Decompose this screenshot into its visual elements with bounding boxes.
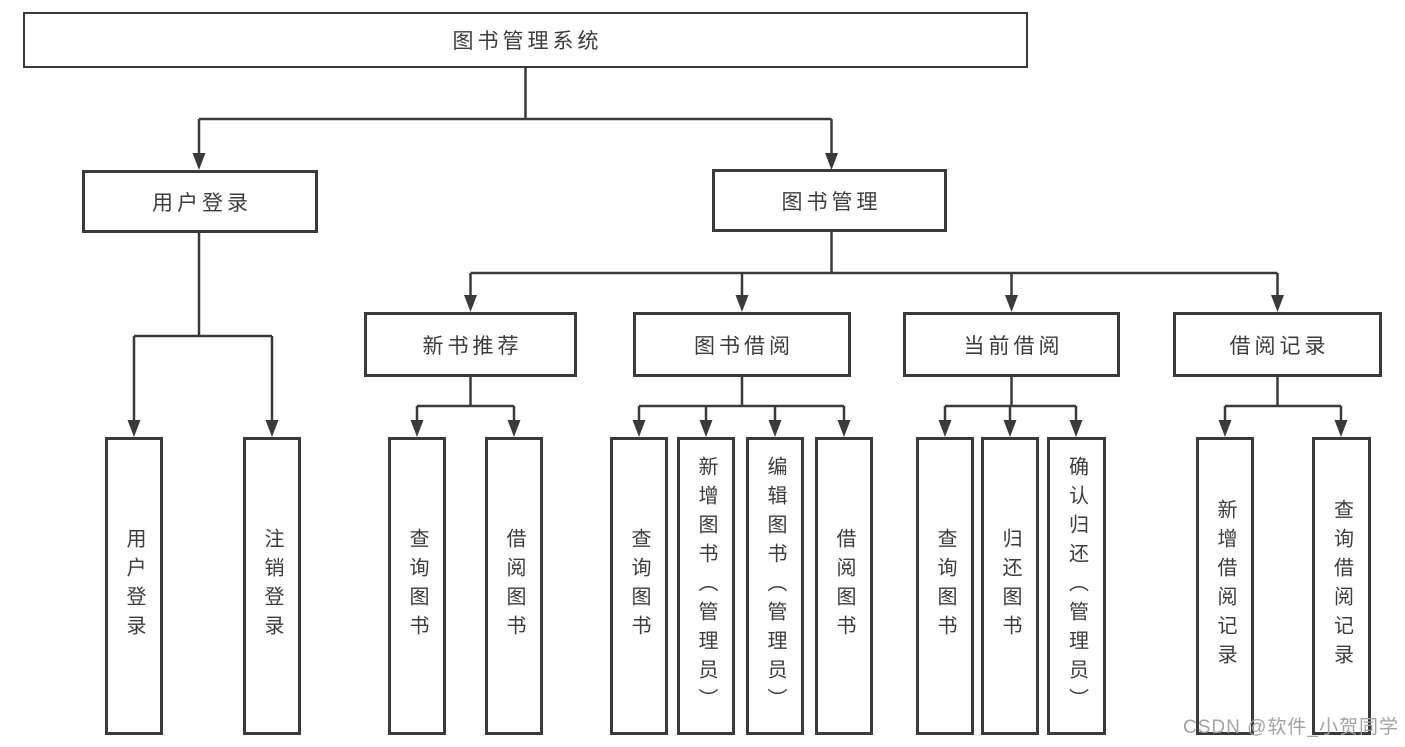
leaf-query-borrow-record: 查询借阅记录 (1312, 437, 1371, 735)
leaf-logout: 注销登录 (243, 437, 301, 735)
node-new-book-recommend: 新书推荐 (364, 312, 577, 377)
leaf-add-borrow-record: 新增借阅记录 (1196, 437, 1254, 735)
leaf-user-login: 用户登录 (105, 437, 163, 735)
csdn-watermark: CSDN @软件_小贺同学 (1183, 717, 1399, 738)
leaf-query-books-recommend: 查询图书 (388, 437, 446, 735)
leaf-borrow-books-recommend: 借阅图书 (485, 437, 543, 735)
leaf-return-books: 归还图书 (981, 437, 1039, 735)
leaf-add-books-admin: 新增图书（管理员） (677, 437, 735, 735)
leaf-edit-books-admin: 编辑图书（管理员） (746, 437, 804, 735)
node-book-management: 图书管理 (712, 169, 947, 232)
leaf-query-books-borrow: 查询图书 (610, 437, 668, 735)
node-book-borrow: 图书借阅 (633, 312, 851, 377)
node-borrow-records: 借阅记录 (1173, 312, 1382, 377)
node-current-borrow: 当前借阅 (903, 312, 1120, 377)
leaf-confirm-return-admin: 确认归还（管理员） (1047, 437, 1106, 735)
node-root-library-system: 图书管理系统 (23, 12, 1028, 68)
leaf-borrow-books: 借阅图书 (815, 437, 873, 735)
node-user-login: 用户登录 (82, 170, 318, 233)
leaf-query-books-current: 查询图书 (916, 437, 974, 735)
